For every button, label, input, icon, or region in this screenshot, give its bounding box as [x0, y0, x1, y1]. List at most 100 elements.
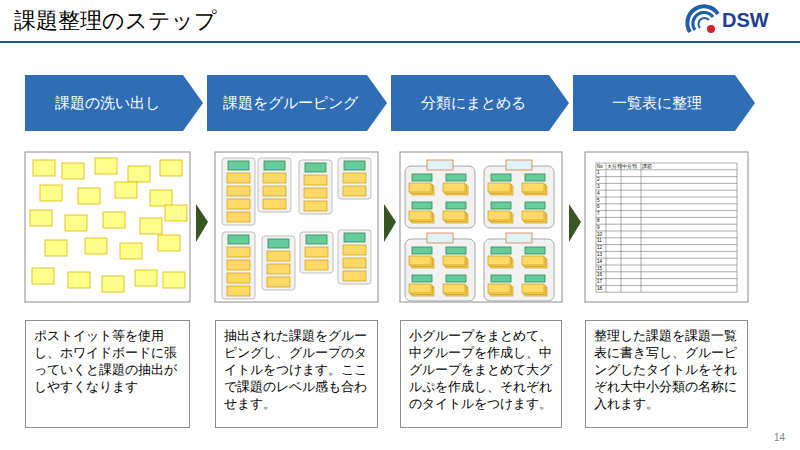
step-label: 課題の洗い出し — [55, 94, 174, 113]
table-rule — [596, 224, 737, 225]
sticky-note — [343, 245, 366, 255]
sticky-note — [267, 251, 290, 261]
note-stack — [522, 211, 544, 220]
note-stack — [409, 211, 431, 220]
group-frame — [258, 158, 291, 212]
sticky-note — [158, 235, 180, 251]
table-rule — [596, 258, 737, 259]
sticky-note — [304, 188, 327, 198]
large-group-header — [427, 233, 453, 243]
note-stack — [488, 256, 510, 265]
table-header: No — [597, 164, 603, 169]
slide-title: 課題整理のステップ — [14, 6, 217, 36]
sticky-note — [227, 199, 250, 209]
note-stack — [443, 284, 465, 293]
step-chevron: 分類にまとめる — [391, 75, 569, 131]
sticky-note — [40, 185, 62, 201]
table-rule — [606, 163, 607, 292]
description-text: 小グループをまとめて、中グループを作成し、中グループをまとめて大グルぷを作成し、… — [409, 328, 553, 412]
sticky-note — [103, 212, 125, 228]
sticky-note — [227, 286, 250, 296]
large-group-frame — [484, 239, 554, 301]
sticky-note — [95, 158, 117, 174]
row-number: 3 — [597, 184, 600, 189]
group-header — [412, 247, 432, 254]
sticky-note — [33, 160, 55, 176]
row-number: 17 — [597, 279, 602, 284]
table-rule — [596, 244, 737, 245]
table-rule — [596, 163, 737, 164]
large-group-frame — [405, 166, 475, 228]
group-header — [446, 275, 466, 282]
row-number: 13 — [597, 252, 602, 257]
note-stack — [488, 211, 510, 220]
table-rule — [596, 203, 737, 204]
table-header: 中分類 — [622, 164, 637, 169]
group-header — [491, 174, 511, 181]
group-header — [491, 247, 511, 254]
description-box: ポストイット等を使用し、ホワイドボードに張っていくと課題の抽出がしやすくなります — [25, 320, 190, 428]
sticky-note — [304, 201, 327, 211]
note-stack — [488, 284, 510, 293]
sticky-note — [267, 264, 290, 274]
logo-swirl — [687, 6, 718, 33]
illustration-frame — [215, 152, 378, 302]
table-rule — [596, 190, 737, 191]
note-stack — [443, 256, 465, 265]
row-number: 18 — [597, 286, 602, 291]
sticky-note — [85, 238, 107, 254]
table-header: 課題 — [642, 164, 652, 169]
step-arrow — [384, 204, 396, 242]
sticky-note — [263, 173, 286, 183]
row-number: 14 — [597, 259, 602, 264]
sticky-note — [165, 205, 187, 221]
group-header — [491, 202, 511, 209]
sticky-note — [343, 271, 366, 281]
page-number: 14 — [774, 432, 785, 443]
group-header — [525, 247, 545, 254]
sticky-note — [135, 270, 157, 286]
step-chevron: 一覧表に整理 — [573, 75, 755, 131]
note-stack — [443, 183, 465, 192]
group-header — [412, 202, 432, 209]
illustration-frame — [25, 152, 190, 302]
sticky-note — [163, 272, 185, 288]
sticky-note — [65, 215, 87, 231]
sticky-note — [227, 212, 250, 222]
table-rule — [596, 278, 737, 279]
table-rule — [621, 163, 622, 292]
group-header — [228, 161, 249, 170]
sticky-note — [343, 173, 366, 183]
table-rule — [596, 176, 737, 177]
sticky-note — [305, 260, 328, 270]
step-chevron: 課題の洗い出し — [25, 75, 203, 131]
step-arrow — [569, 204, 581, 242]
group-frame — [262, 236, 295, 290]
sticky-note — [227, 273, 250, 283]
grouped-notes — [222, 158, 371, 299]
sticky-note — [128, 166, 150, 182]
table-rule — [596, 210, 737, 211]
table-rule — [641, 163, 642, 292]
description-text: 整理した課題を課題一覧表に書き写し、グルーピングしたタイトルをそれぞれ大中小分類… — [594, 328, 739, 412]
group-header — [446, 174, 466, 181]
large-group-header — [427, 160, 453, 170]
group-frame — [222, 158, 255, 225]
table-rule — [596, 231, 737, 232]
group-header — [306, 235, 327, 244]
group-header — [344, 233, 365, 242]
note-stack — [409, 256, 431, 265]
large-group-frame — [484, 166, 554, 228]
table-rule — [596, 285, 737, 286]
sticky-notes — [30, 158, 187, 292]
sticky-note — [30, 210, 52, 226]
sticky-note — [115, 182, 137, 198]
large-group-header — [506, 160, 532, 170]
note-stack — [522, 183, 544, 192]
note-stack — [443, 211, 465, 220]
description-box: 小グループをまとめて、中グループを作成し、中グループをまとめて大グルぷを作成し、… — [400, 320, 562, 428]
classified-groups — [405, 160, 554, 301]
row-number: 12 — [597, 245, 602, 250]
row-number: 2 — [597, 177, 600, 182]
header-rule — [0, 41, 800, 43]
